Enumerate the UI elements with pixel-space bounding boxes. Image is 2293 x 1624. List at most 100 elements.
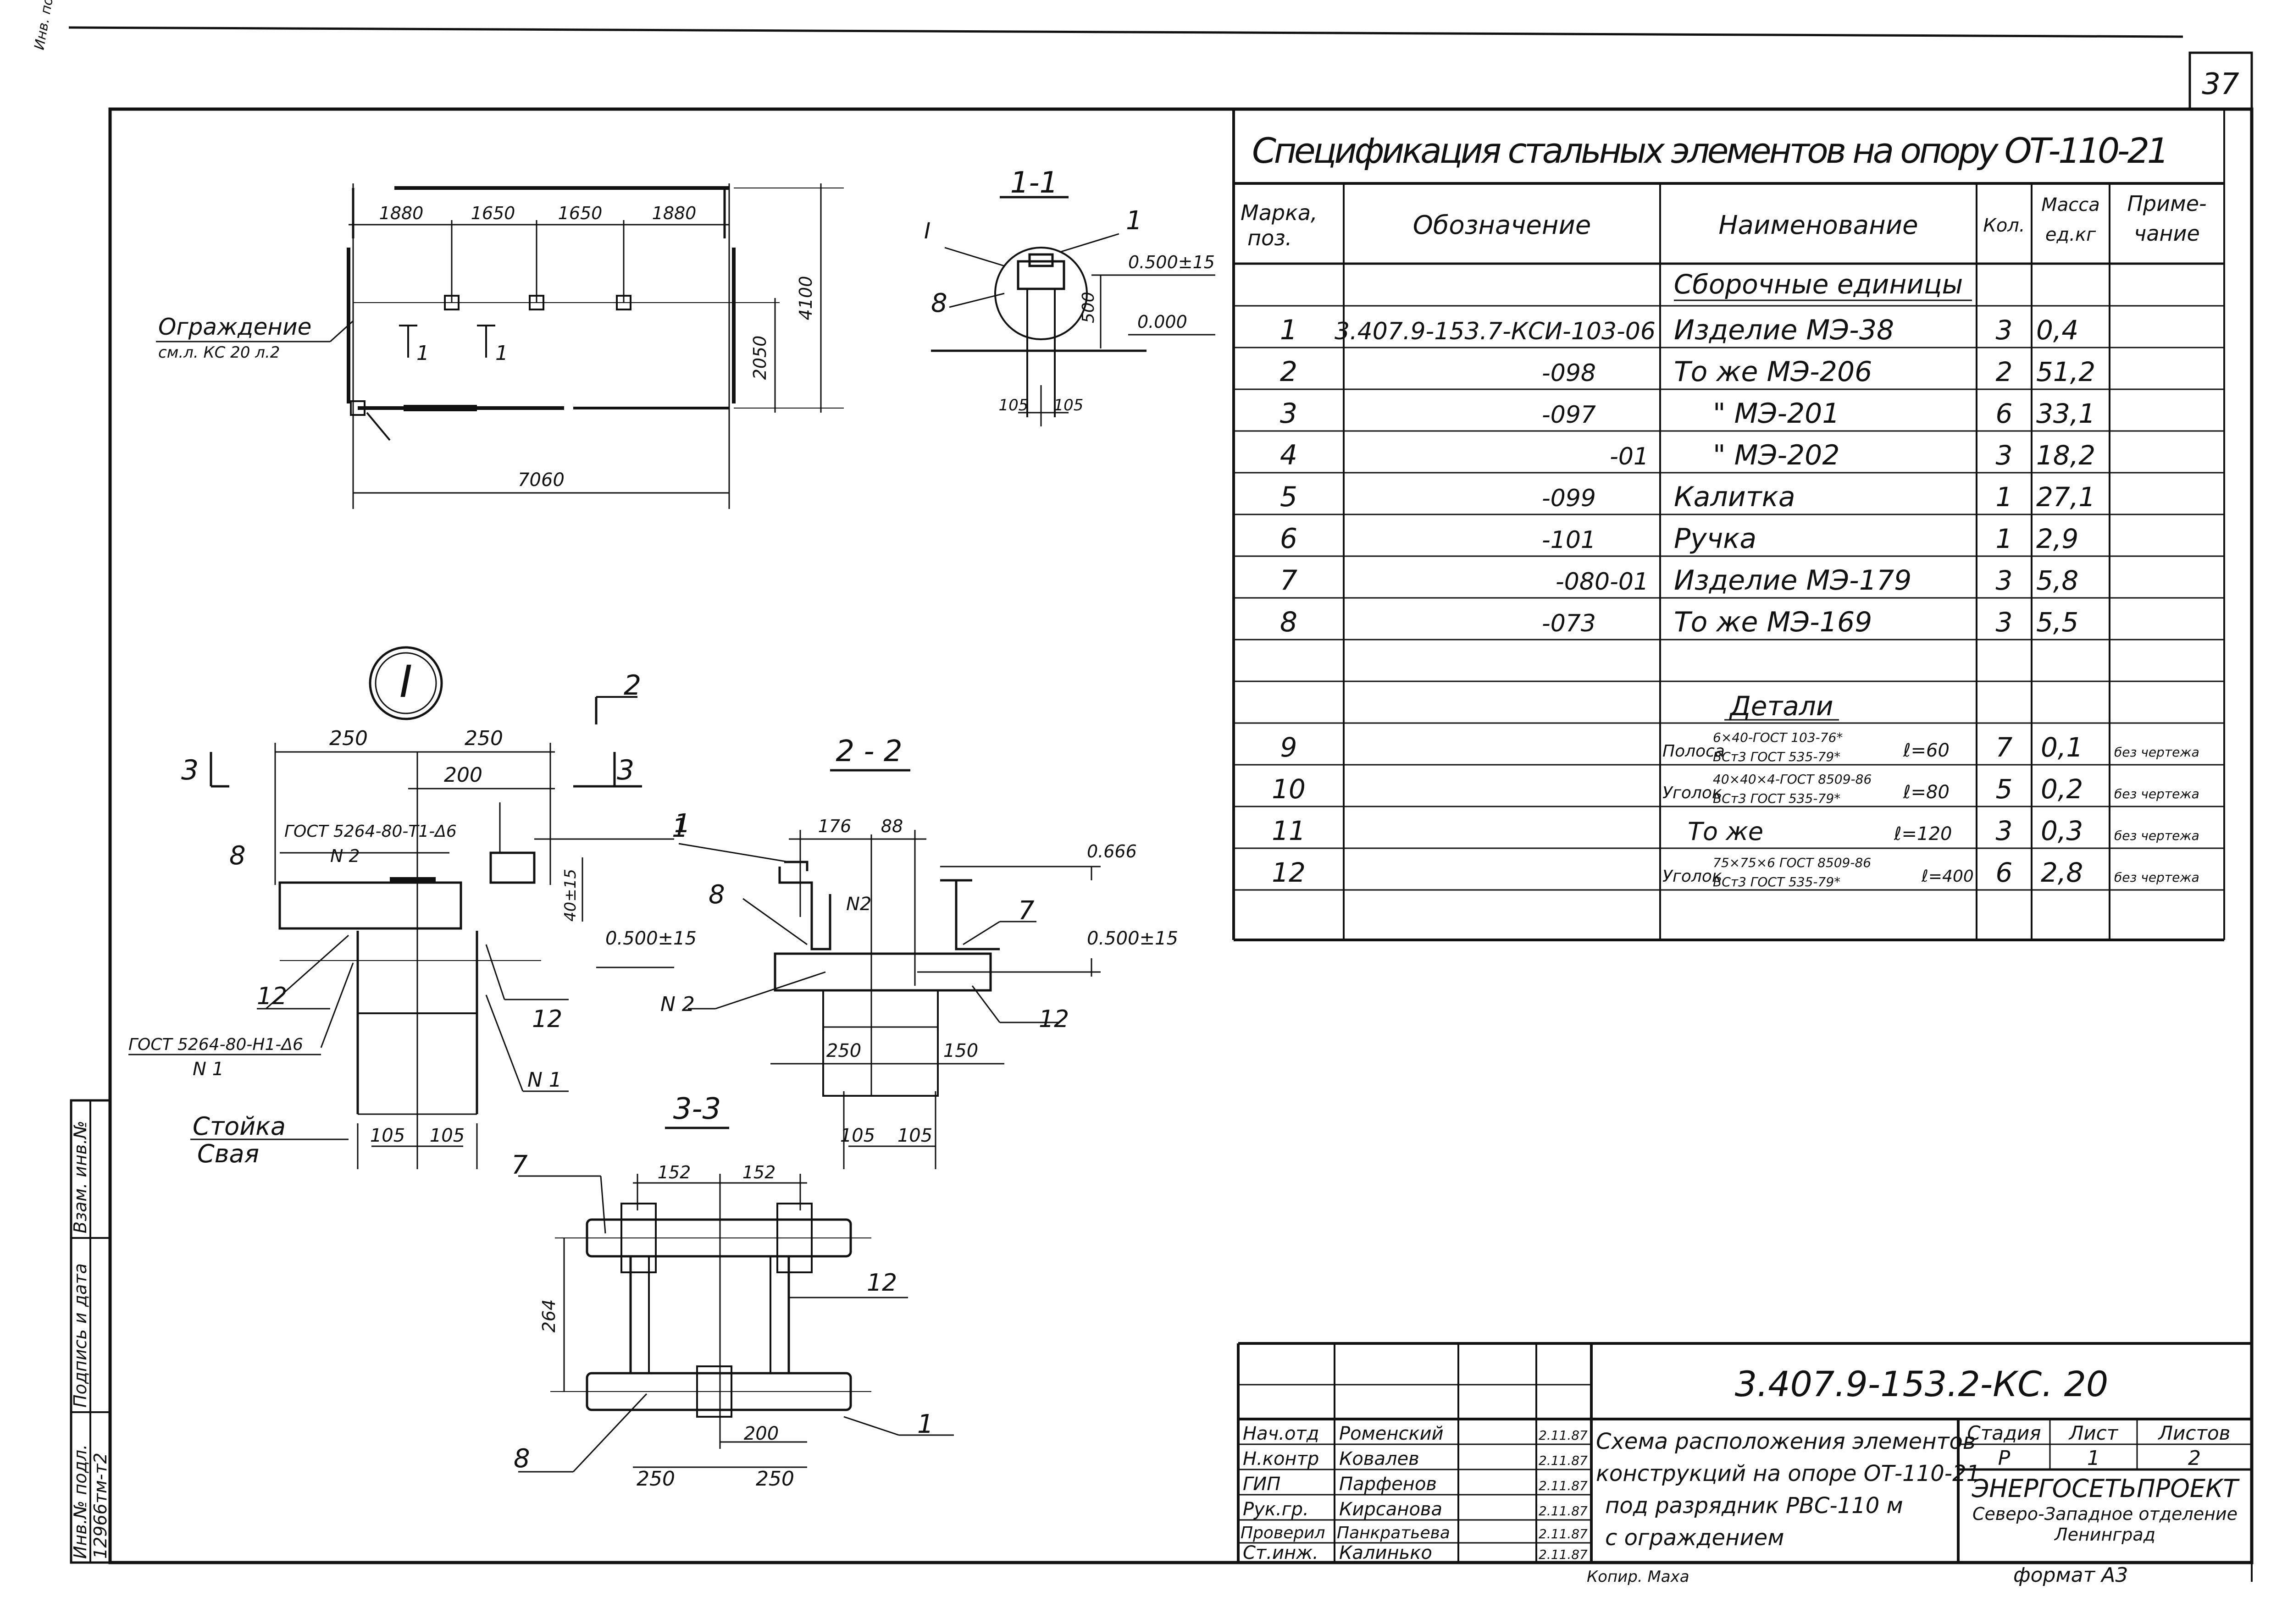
spec-row-1: 1 3.407.9-153.7-КСИ-103-06 Изделие МЭ-38… (1280, 314, 2078, 346)
node-I-dim-bottom-left: 105 (370, 1125, 405, 1146)
plan-view (156, 183, 844, 509)
stamp-signature-date: Подпись и дата (70, 1263, 90, 1408)
s22-pos-8: 8 (709, 880, 725, 910)
spec-row-4-mass: 18,2 (2036, 440, 2095, 471)
spec-row-5-mass: 27,1 (2036, 481, 2095, 513)
drawing-description-3: под разрядник РВС-110 м (1605, 1493, 1903, 1519)
spec-row-8: 8 -073 То же МЭ-169 3 5,5 (1280, 606, 2078, 638)
sig-4-role: Рук.гр. (1243, 1499, 1309, 1520)
s33-pos-7: 7 (511, 1150, 528, 1180)
spec-row-4: 4 -01 " МЭ-202 3 18,2 (1280, 439, 2095, 471)
spec-detail-9-qty: 7 (1996, 732, 2013, 763)
spec-header-note-2: чание (2134, 221, 2200, 246)
node-I-pos-1: 1 (674, 809, 691, 839)
stamp-replaces-inventory: Взам. инв.№ (70, 1121, 90, 1233)
spec-row-1-name: Изделие МЭ-38 (1674, 314, 1894, 346)
spec-detail-10-bottom: ВСт3 ГОСТ 535-79* (1713, 791, 1840, 806)
s33-dim-264: 264 (539, 1299, 559, 1333)
spec-header-qty: Кол. (1983, 215, 2025, 236)
spec-detail-11-prefix: То же (1688, 817, 1763, 846)
spec-row-7-name: Изделие МЭ-179 (1674, 564, 1911, 597)
node-I-dim-200: 200 (444, 763, 482, 787)
sheet-frame (68, 26, 2254, 1582)
page-number: 37 (2202, 67, 2239, 101)
spec-row-2-name: То же МЭ-206 (1674, 356, 1872, 388)
sig-1-date: 2.11.87 (1539, 1428, 1588, 1443)
spec-detail-12-pos: 12 (1272, 857, 1306, 888)
spec-detail-12-prefix: Уголок (1662, 867, 1722, 886)
signature-row-2: Н.контр Ковалев 2.11.87 (1243, 1448, 1588, 1469)
spec-row-7: 7 -080-01 Изделие МЭ-179 3 5,8 (1280, 564, 2078, 597)
spec-row-2-mass: 51,2 (2036, 356, 2095, 387)
spec-detail-9-note: без чертежа (2114, 745, 2199, 760)
plan-dim-outer-height: 4100 (796, 276, 816, 320)
s22-dim-bottom-left: 105 (840, 1125, 875, 1146)
spec-row-8-mass: 5,5 (2036, 607, 2078, 638)
node-I-weld-ref: ГОСТ 5264-80-Т1-Δ6 (284, 822, 457, 841)
node-I-label: I (399, 656, 412, 707)
s11-pos-8: 8 (931, 288, 947, 318)
spec-detail-12-qty: 6 (1996, 857, 2013, 888)
spec-row-1-qty: 3 (1996, 315, 2013, 346)
spec-row-8-designation: -073 (1542, 610, 1596, 637)
spec-row-5-qty: 1 (1996, 481, 2013, 513)
signature-row-1: Нач.отд Роменский 2.11.87 (1243, 1423, 1588, 1444)
spec-row-4-pos: 4 (1280, 439, 1297, 471)
spec-section-assemblies: Сборочные единицы (1674, 269, 1963, 300)
spec-row-6-mass: 2,9 (2036, 523, 2078, 554)
s22-weld-n2: N2 (846, 894, 871, 915)
spec-row-6-name: Ручка (1674, 523, 1756, 555)
sheets-value: 2 (2188, 1447, 2201, 1470)
sig-3-name: Парфенов (1339, 1474, 1437, 1495)
spec-detail-10-qty: 5 (1996, 773, 2013, 805)
spec-row-2-qty: 2 (1996, 356, 2013, 387)
sig-2-date: 2.11.87 (1539, 1453, 1588, 1468)
spec-detail-11-length: ℓ=120 (1894, 823, 1952, 845)
spec-detail-12-top: 75×75×6 ГОСТ 8509-86 (1713, 855, 1871, 870)
spec-row-4-qty: 3 (1996, 440, 2013, 471)
spec-table-title: Спецификация стальных элементов на опору… (1252, 130, 2169, 171)
spec-detail-row-9: 9 Полоса 6×40-ГОСТ 103-76* ВСт3 ГОСТ 535… (1280, 730, 2199, 764)
sig-6-date: 2.11.87 (1539, 1547, 1588, 1562)
spec-header-mark-2: поз. (1247, 226, 1292, 250)
node-I-dim-bottom-right: 105 (430, 1125, 465, 1146)
section-3-3-title: 3-3 (673, 1092, 721, 1126)
s33-dim-bottom-right: 250 (756, 1467, 794, 1491)
s22-level-top: 0.666 (1087, 841, 1137, 862)
stage-value: Р (1998, 1447, 2011, 1470)
spec-row-6-qty: 1 (1996, 523, 2013, 554)
plan-section-mark-left: 1 (416, 342, 429, 365)
organization-city: Ленинград (2054, 1525, 2155, 1545)
spec-detail-row-12: 12 Уголок 75×75×6 ГОСТ 8509-86 ВСт3 ГОСТ… (1272, 855, 2199, 889)
node-I-pos-8: 8 (229, 841, 246, 871)
spec-detail-row-11: 11 То же ℓ=120 3 0,3 без чертежа (1272, 815, 2199, 846)
node-I-dim-40: 40±15 (561, 869, 580, 922)
spec-row-5: 5 -099 Калитка 1 27,1 (1280, 481, 2095, 513)
plan-dim-2: 1650 (471, 203, 515, 223)
spec-detail-11-mass: 0,3 (2041, 815, 2083, 846)
sig-2-role: Н.контр (1243, 1448, 1319, 1469)
spec-row-4-name: " МЭ-202 (1713, 439, 1840, 471)
spec-row-5-pos: 5 (1280, 481, 1297, 513)
spec-detail-10-mass: 0,2 (2041, 773, 2083, 805)
fence-label: Ограждение (158, 314, 311, 340)
s22-pos-12: 12 (1039, 1005, 1069, 1033)
sig-6-name: Калинько (1339, 1542, 1432, 1563)
sheets-label: Листов (2158, 1422, 2231, 1444)
plan-section-mark-right: 1 (495, 342, 508, 365)
fence-reference: см.л. КС 20 л.2 (158, 343, 280, 362)
s22-weld-n2b: N 2 (660, 993, 695, 1016)
spec-row-8-name: То же МЭ-169 (1674, 606, 1872, 638)
s11-dim-right: 105 (1054, 396, 1084, 414)
node-I-dim-250-left: 250 (329, 727, 368, 750)
sheet-label: Лист (2068, 1422, 2119, 1444)
sig-3-role: ГИП (1243, 1474, 1280, 1495)
spec-detail-9-length: ℓ=60 (1903, 740, 1950, 761)
spec-row-3-mass: 33,1 (2036, 398, 2095, 429)
node-I-weld-n1-left: N 1 (193, 1059, 224, 1080)
stamp-inventory-label: Инв.№ подл. (70, 1444, 90, 1559)
spec-row-6-designation: -101 (1542, 526, 1596, 554)
spec-row-1-pos: 1 (1280, 314, 1297, 346)
spec-row-6: 6 -101 Ручка 1 2,9 (1280, 523, 2078, 555)
spec-header-note-1: Приме- (2127, 191, 2206, 216)
